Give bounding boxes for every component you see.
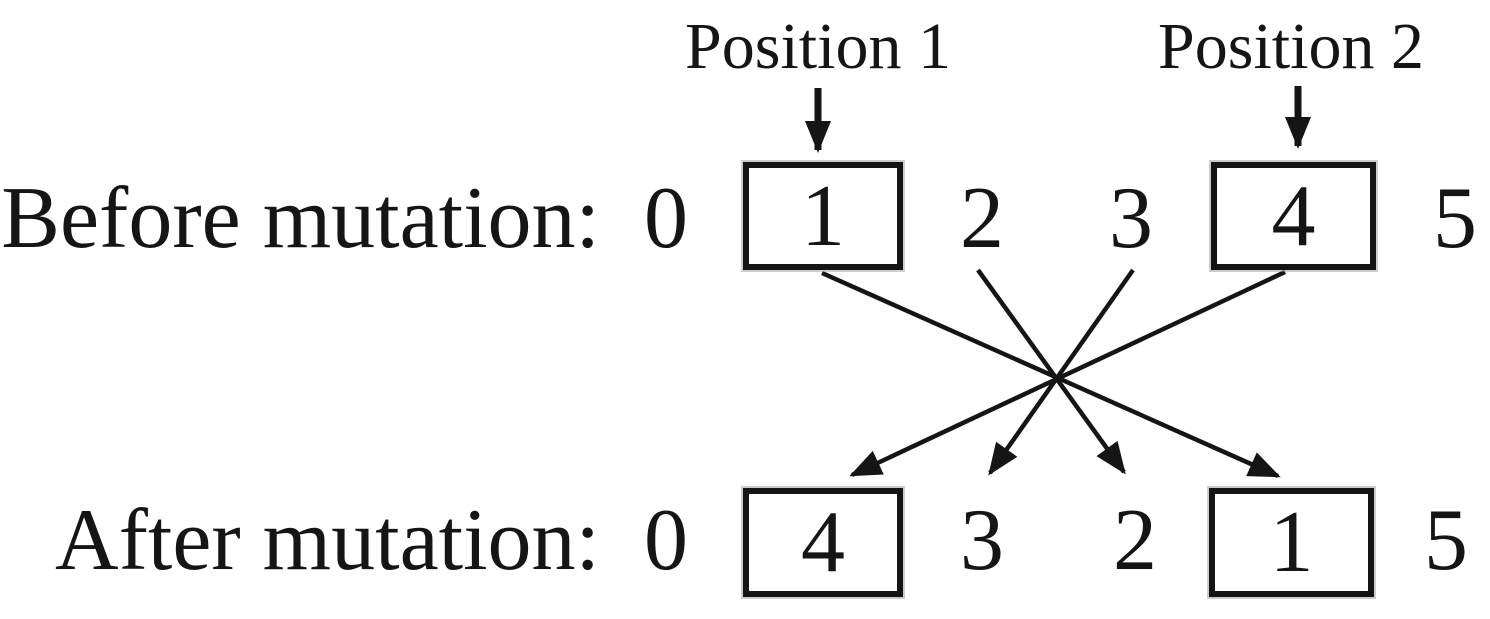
swap-arrow-value-3-icon: [988, 268, 1135, 476]
before-gene-2: 2: [960, 170, 1004, 267]
before-gene-3: 3: [1109, 170, 1153, 267]
before-gene-5: 5: [1433, 170, 1477, 267]
before-gene-0: 0: [644, 170, 688, 267]
before-mutation-label: Before mutation:: [1, 170, 600, 267]
before-gene-4: 4: [1271, 168, 1316, 265]
after-gene-0: 0: [644, 492, 688, 589]
after-gene-1: 1: [1269, 494, 1314, 591]
after-gene-3: 3: [960, 492, 1004, 589]
swap-arrow-value-4-icon: [849, 269, 1286, 478]
before-gene-box-position-1: 1: [743, 162, 903, 270]
after-mutation-label: After mutation:: [55, 492, 600, 589]
before-gene-1: 1: [801, 168, 845, 265]
after-gene-5: 5: [1424, 492, 1468, 589]
after-gene-4: 4: [801, 494, 845, 591]
after-gene-box-position-1: 4: [743, 488, 903, 597]
position-1-label: Position 1: [685, 10, 951, 83]
swap-arrow-value-1-icon: [821, 270, 1281, 479]
after-gene-box-position-2: 1: [1209, 488, 1374, 597]
after-gene-2: 2: [1113, 492, 1157, 589]
before-gene-box-position-2: 4: [1211, 162, 1376, 270]
swap-arrow-value-2-icon: [976, 268, 1126, 475]
position-2-label: Position 2: [1158, 10, 1424, 83]
